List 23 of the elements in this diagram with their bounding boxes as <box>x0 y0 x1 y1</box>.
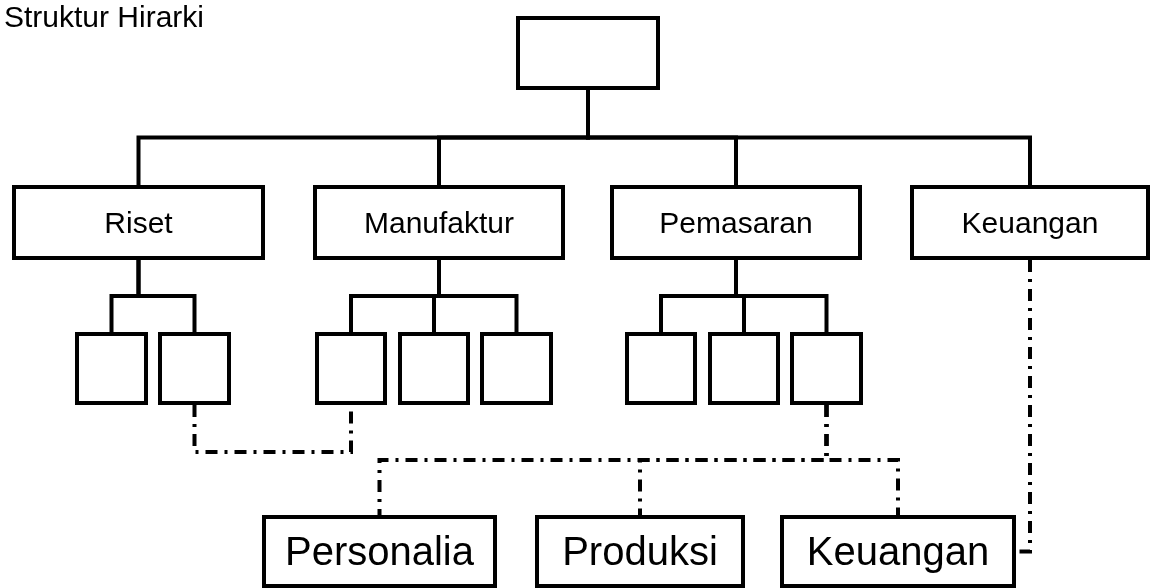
org-box: Keuangan <box>910 185 1150 260</box>
diagram-title: Struktur Hirarki <box>4 0 205 34</box>
empty-org-box <box>75 332 148 405</box>
connector-line <box>136 260 197 332</box>
org-box: Pemasaran <box>610 185 862 260</box>
empty-org-box <box>398 332 470 405</box>
empty-org-box <box>158 332 231 405</box>
connector-line <box>586 90 1032 185</box>
org-box: Manufaktur <box>313 185 565 260</box>
empty-org-box <box>625 332 697 405</box>
empty-org-box <box>790 332 863 405</box>
org-box: Riset <box>12 185 265 260</box>
empty-org-box <box>708 332 780 405</box>
org-box: Keuangan <box>780 515 1016 588</box>
connector-line <box>437 260 519 332</box>
dash-dot-connector <box>824 405 900 515</box>
empty-org-box <box>315 332 387 405</box>
dash-dot-connector <box>192 405 353 454</box>
org-box: Produksi <box>535 515 745 588</box>
empty-org-box <box>516 16 660 90</box>
org-box: Personalia <box>262 515 497 588</box>
empty-org-box <box>480 332 553 405</box>
connector-line <box>734 260 829 332</box>
